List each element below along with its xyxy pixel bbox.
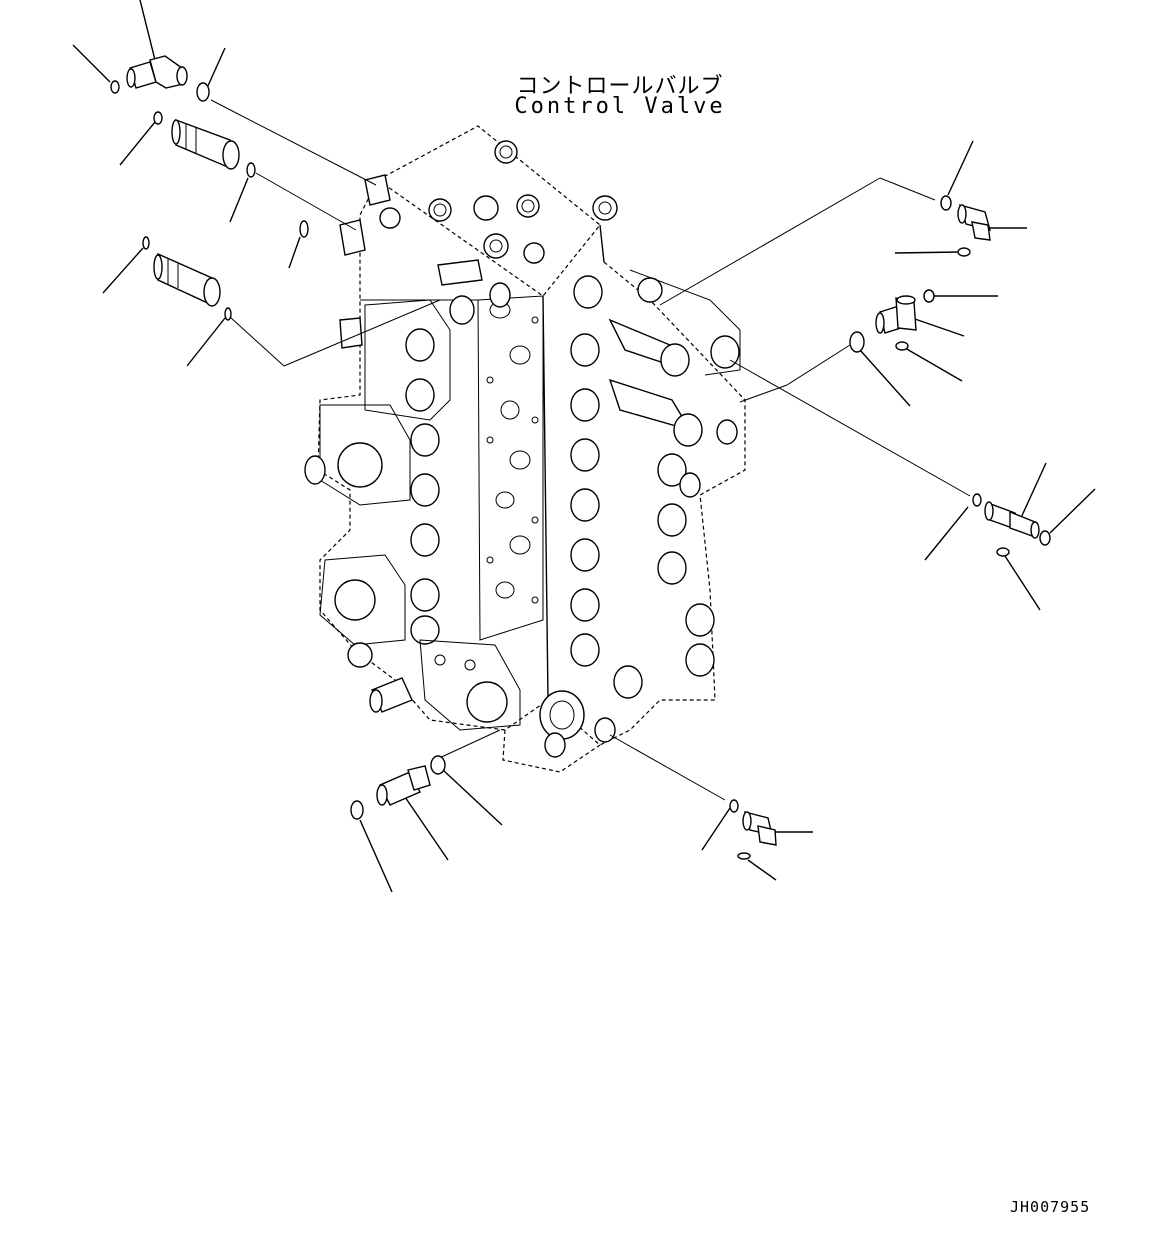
o-ring bbox=[895, 341, 909, 351]
o-ring bbox=[350, 800, 364, 820]
o-ring bbox=[1039, 530, 1051, 546]
straight-fitting bbox=[171, 118, 240, 170]
tee-fitting bbox=[875, 295, 917, 334]
straight-fitting bbox=[153, 252, 221, 307]
sensor-fitting bbox=[376, 765, 431, 806]
o-ring bbox=[972, 493, 982, 507]
fittings bbox=[126, 55, 1040, 846]
o-ring bbox=[196, 82, 210, 102]
elbow-fitting bbox=[126, 55, 188, 89]
o-ring bbox=[729, 799, 739, 813]
top-bolts bbox=[379, 140, 618, 264]
title-japanese: コントロールバルブ bbox=[516, 74, 724, 99]
o-ring bbox=[153, 111, 163, 125]
tee-fitting bbox=[984, 501, 1040, 539]
o-ring bbox=[923, 289, 935, 303]
o-ring bbox=[849, 331, 865, 353]
o-ring bbox=[299, 220, 309, 238]
leader-lines bbox=[210, 99, 971, 801]
front-port-holes bbox=[486, 301, 539, 604]
valve-spool-stack bbox=[570, 269, 741, 743]
o-ring bbox=[996, 547, 1010, 557]
title-english: Control Valve bbox=[514, 94, 726, 119]
o-ring bbox=[957, 247, 971, 257]
o-ring bbox=[737, 852, 751, 860]
drawing-id: JH007955 bbox=[1010, 1198, 1091, 1216]
o-ring bbox=[224, 307, 232, 321]
control-valve-body bbox=[304, 125, 746, 773]
o-ring bbox=[246, 162, 256, 178]
o-ring bbox=[110, 80, 120, 94]
left-section-plates bbox=[304, 299, 585, 758]
callout-lines bbox=[72, 0, 1096, 893]
o-rings bbox=[110, 80, 1051, 860]
o-ring bbox=[430, 755, 446, 775]
elbow-fitting bbox=[742, 811, 777, 846]
o-ring bbox=[940, 195, 952, 211]
o-ring bbox=[142, 236, 150, 250]
elbow-fitting bbox=[957, 203, 991, 241]
